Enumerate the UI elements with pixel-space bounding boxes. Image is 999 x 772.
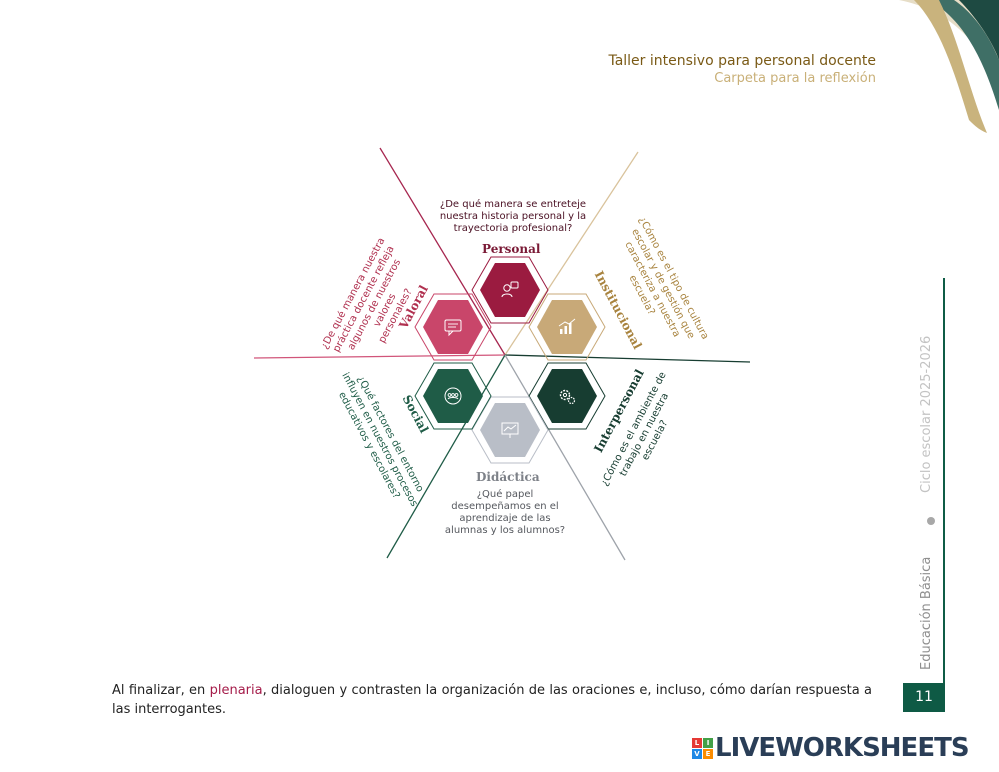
header-title: Taller intensivo para personal docente bbox=[608, 53, 876, 69]
side-bar: Ciclo escolar 2025-2026 Educación Básica bbox=[903, 278, 945, 683]
corner-decoration bbox=[899, 0, 999, 133]
interpersonal-hexagon bbox=[528, 361, 606, 431]
personal-question: ¿De qué manera se entreteje nuestra hist… bbox=[439, 199, 587, 234]
page-number: 11 bbox=[903, 683, 945, 712]
diagram-lines bbox=[253, 147, 751, 561]
separator-dot bbox=[927, 517, 935, 525]
gears-icon bbox=[559, 389, 576, 405]
liveworksheets-logo-icon: L I V E bbox=[692, 738, 713, 759]
didactica-label: Didáctica bbox=[476, 470, 540, 484]
presentation-board-icon bbox=[501, 422, 519, 438]
growth-chart-icon bbox=[558, 318, 576, 334]
instruction-text: Al finalizar, en plenaria, dialoguen y c… bbox=[112, 683, 872, 717]
liveworksheets-brand[interactable]: L I V E LIVEWORKSHEETS bbox=[692, 733, 970, 763]
highlighted-term: plenaria bbox=[209, 683, 263, 698]
didactica-question: ¿Qué papel desempeñamos en el aprendizaj… bbox=[444, 489, 566, 536]
page-header: Taller intensivo para personal docente C… bbox=[608, 52, 876, 87]
institucional-hexagon bbox=[528, 292, 606, 362]
education-level: Educación Básica bbox=[919, 556, 934, 670]
personal-hexagon bbox=[471, 255, 549, 325]
side-divider bbox=[943, 278, 945, 683]
speech-bubble-icon bbox=[444, 319, 462, 337]
personal-label: Personal bbox=[482, 242, 541, 256]
didactica-hexagon bbox=[471, 395, 549, 465]
brand-name: LIVEWORKSHEETS bbox=[715, 733, 970, 763]
reflection-diagram: ¿De qué manera se entreteje nuestra hist… bbox=[250, 140, 760, 570]
header-subtitle: Carpeta para la reflexión bbox=[714, 71, 876, 86]
person-chat-icon bbox=[501, 281, 519, 298]
valoral-hexagon bbox=[414, 292, 492, 362]
people-group-icon bbox=[444, 387, 462, 405]
school-cycle: Ciclo escolar 2025-2026 bbox=[919, 335, 934, 493]
social-hexagon bbox=[414, 361, 492, 431]
